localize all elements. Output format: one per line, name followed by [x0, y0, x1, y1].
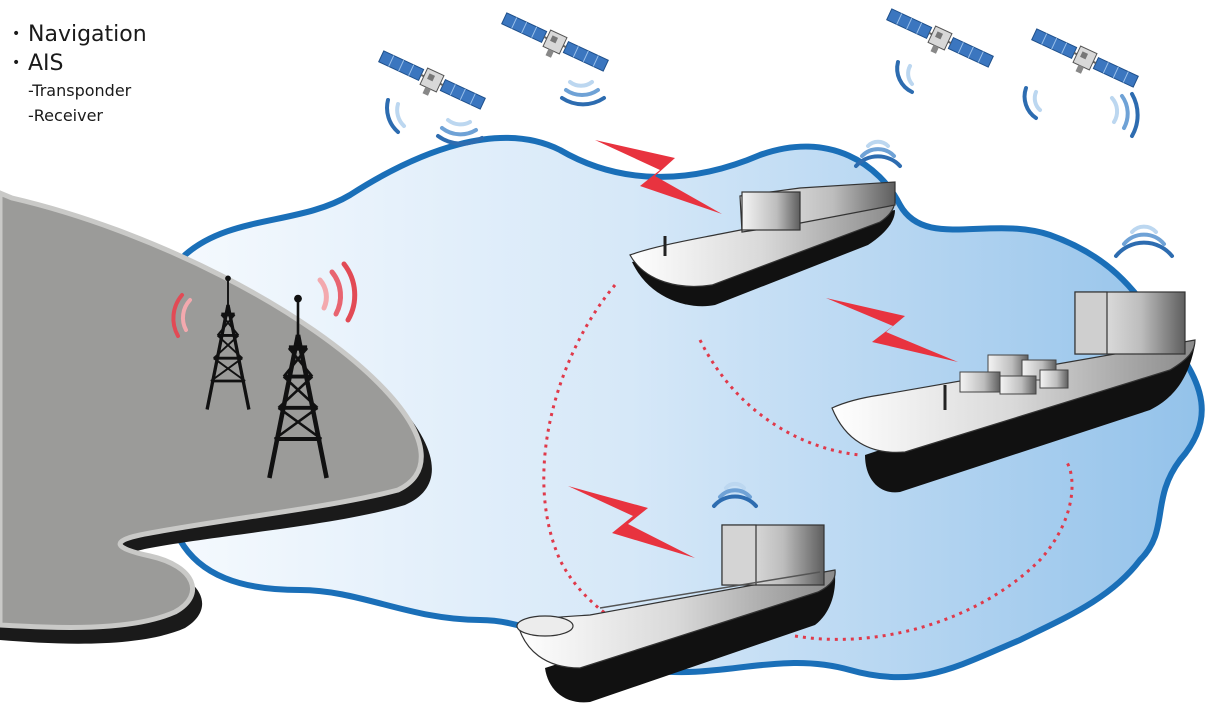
ais-range-circle [698, 339, 861, 457]
land [0, 190, 424, 630]
sea-area [156, 135, 1205, 681]
legend-label: AIS [28, 51, 64, 76]
lightning-bolt-icon [595, 140, 722, 214]
satellite-icon [1026, 25, 1141, 98]
ship-icon [629, 181, 896, 307]
legend: • Navigation • AIS -Transponder -Receiver [12, 20, 147, 128]
signal-wave-icon [171, 261, 358, 338]
signal-wave-icon [385, 60, 1140, 146]
legend-item-ais: • AIS [12, 49, 147, 78]
bullet-icon: • [12, 26, 21, 42]
legend-label: Navigation [28, 22, 147, 47]
legend-subitem-transponder: -Transponder [28, 81, 132, 100]
ship-icon [516, 524, 836, 703]
legend-subitem-receiver: -Receiver [28, 106, 103, 125]
satellite-icon [496, 9, 611, 82]
legend-item-navigation: • Navigation [12, 20, 147, 49]
satellite-icon [373, 47, 488, 120]
signal-wave-icon [712, 139, 1174, 508]
bullet-icon: • [12, 55, 21, 71]
ship-icon [831, 291, 1196, 493]
